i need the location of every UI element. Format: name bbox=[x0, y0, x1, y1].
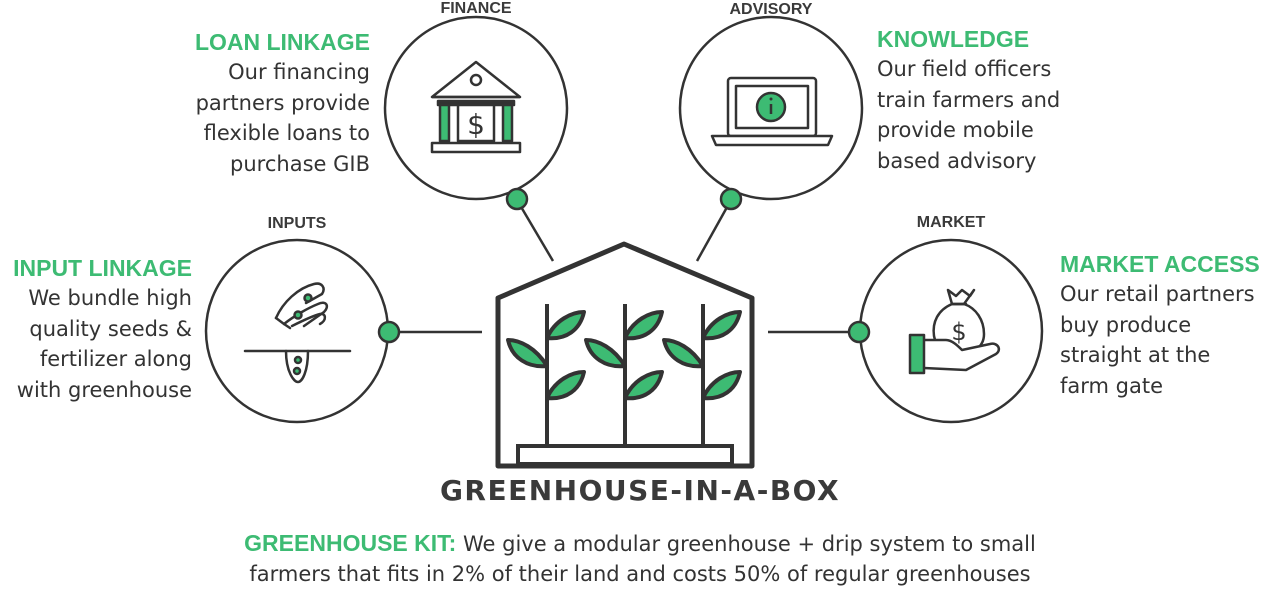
inputs-circle bbox=[204, 238, 390, 424]
main-title: GREENHOUSE-IN-A-BOX bbox=[439, 474, 841, 507]
advisory-label: ADVISORY bbox=[729, 1, 813, 18]
finance-label: FINANCE bbox=[440, 0, 512, 17]
finance-heading: LOAN LINKAGE bbox=[194, 29, 370, 55]
kit-line-1: GREENHOUSE KIT: We give a modular greenh… bbox=[140, 528, 1140, 559]
laptop-info-icon bbox=[710, 76, 834, 147]
greenhouse-plants-icon bbox=[495, 241, 755, 469]
advisory-text-block: KNOWLEDGE Our field officers train farme… bbox=[877, 24, 1117, 176]
finance-line-2: partners provide bbox=[195, 90, 370, 115]
svg-text:$: $ bbox=[951, 318, 966, 346]
hand-money-bag-icon: $ bbox=[908, 288, 1001, 375]
market-line-2: buy produce bbox=[1060, 312, 1192, 337]
svg-text:$: $ bbox=[467, 108, 485, 141]
connector-advisory bbox=[695, 199, 733, 262]
advisory-line-1: Our field officers bbox=[877, 57, 1052, 81]
market-heading: MARKET ACCESS bbox=[1060, 251, 1260, 277]
bank-dollar-icon: $ bbox=[430, 60, 522, 154]
market-line-1: Our retail partners bbox=[1060, 282, 1255, 306]
kit-line-2: farmers that fits in 2% of their land an… bbox=[249, 562, 1031, 586]
connectors bbox=[390, 199, 858, 334]
inputs-label: INPUTS bbox=[267, 215, 327, 232]
advisory-line-2: train farmers and bbox=[877, 87, 1061, 112]
market-text-block: MARKET ACCESS Our retail partners buy pr… bbox=[1060, 249, 1278, 401]
finance-line-4: purchase GIB bbox=[230, 151, 370, 176]
advisory-heading: KNOWLEDGE bbox=[877, 26, 1030, 52]
market-label: MARKET bbox=[916, 214, 986, 231]
inputs-line-2: quality seeds & bbox=[29, 316, 192, 341]
finance-line-3: flexible loans to bbox=[203, 121, 370, 145]
inputs-line-3: fertilizer along bbox=[39, 347, 192, 371]
kit-label: GREENHOUSE KIT: bbox=[244, 530, 457, 556]
inputs-dot bbox=[377, 320, 401, 344]
advisory-dot bbox=[719, 187, 743, 211]
market-line-4: farm gate bbox=[1060, 373, 1164, 398]
finance-dot bbox=[505, 187, 529, 211]
inputs-line-1: We bundle high bbox=[28, 286, 192, 310]
finance-line-1: Our financing bbox=[228, 60, 370, 84]
market-line-3: straight at the bbox=[1060, 343, 1211, 367]
connector-finance bbox=[515, 199, 555, 262]
advisory-line-3: provide mobile bbox=[877, 118, 1034, 142]
advisory-line-4: based advisory bbox=[877, 148, 1037, 173]
hand-seeds-icon bbox=[243, 282, 352, 384]
greenhouse-kit-description: GREENHOUSE KIT: We give a modular greenh… bbox=[140, 528, 1140, 589]
inputs-heading: INPUT LINKAGE bbox=[13, 255, 192, 281]
market-dot bbox=[847, 320, 871, 344]
inputs-text-block: INPUT LINKAGE We bundle high quality see… bbox=[0, 253, 192, 405]
finance-text-block: LOAN LINKAGE Our financing partners prov… bbox=[150, 27, 370, 179]
inputs-line-4: with greenhouse bbox=[16, 377, 192, 402]
kit-line-1-text: We give a modular greenhouse + drip syst… bbox=[456, 532, 1036, 556]
